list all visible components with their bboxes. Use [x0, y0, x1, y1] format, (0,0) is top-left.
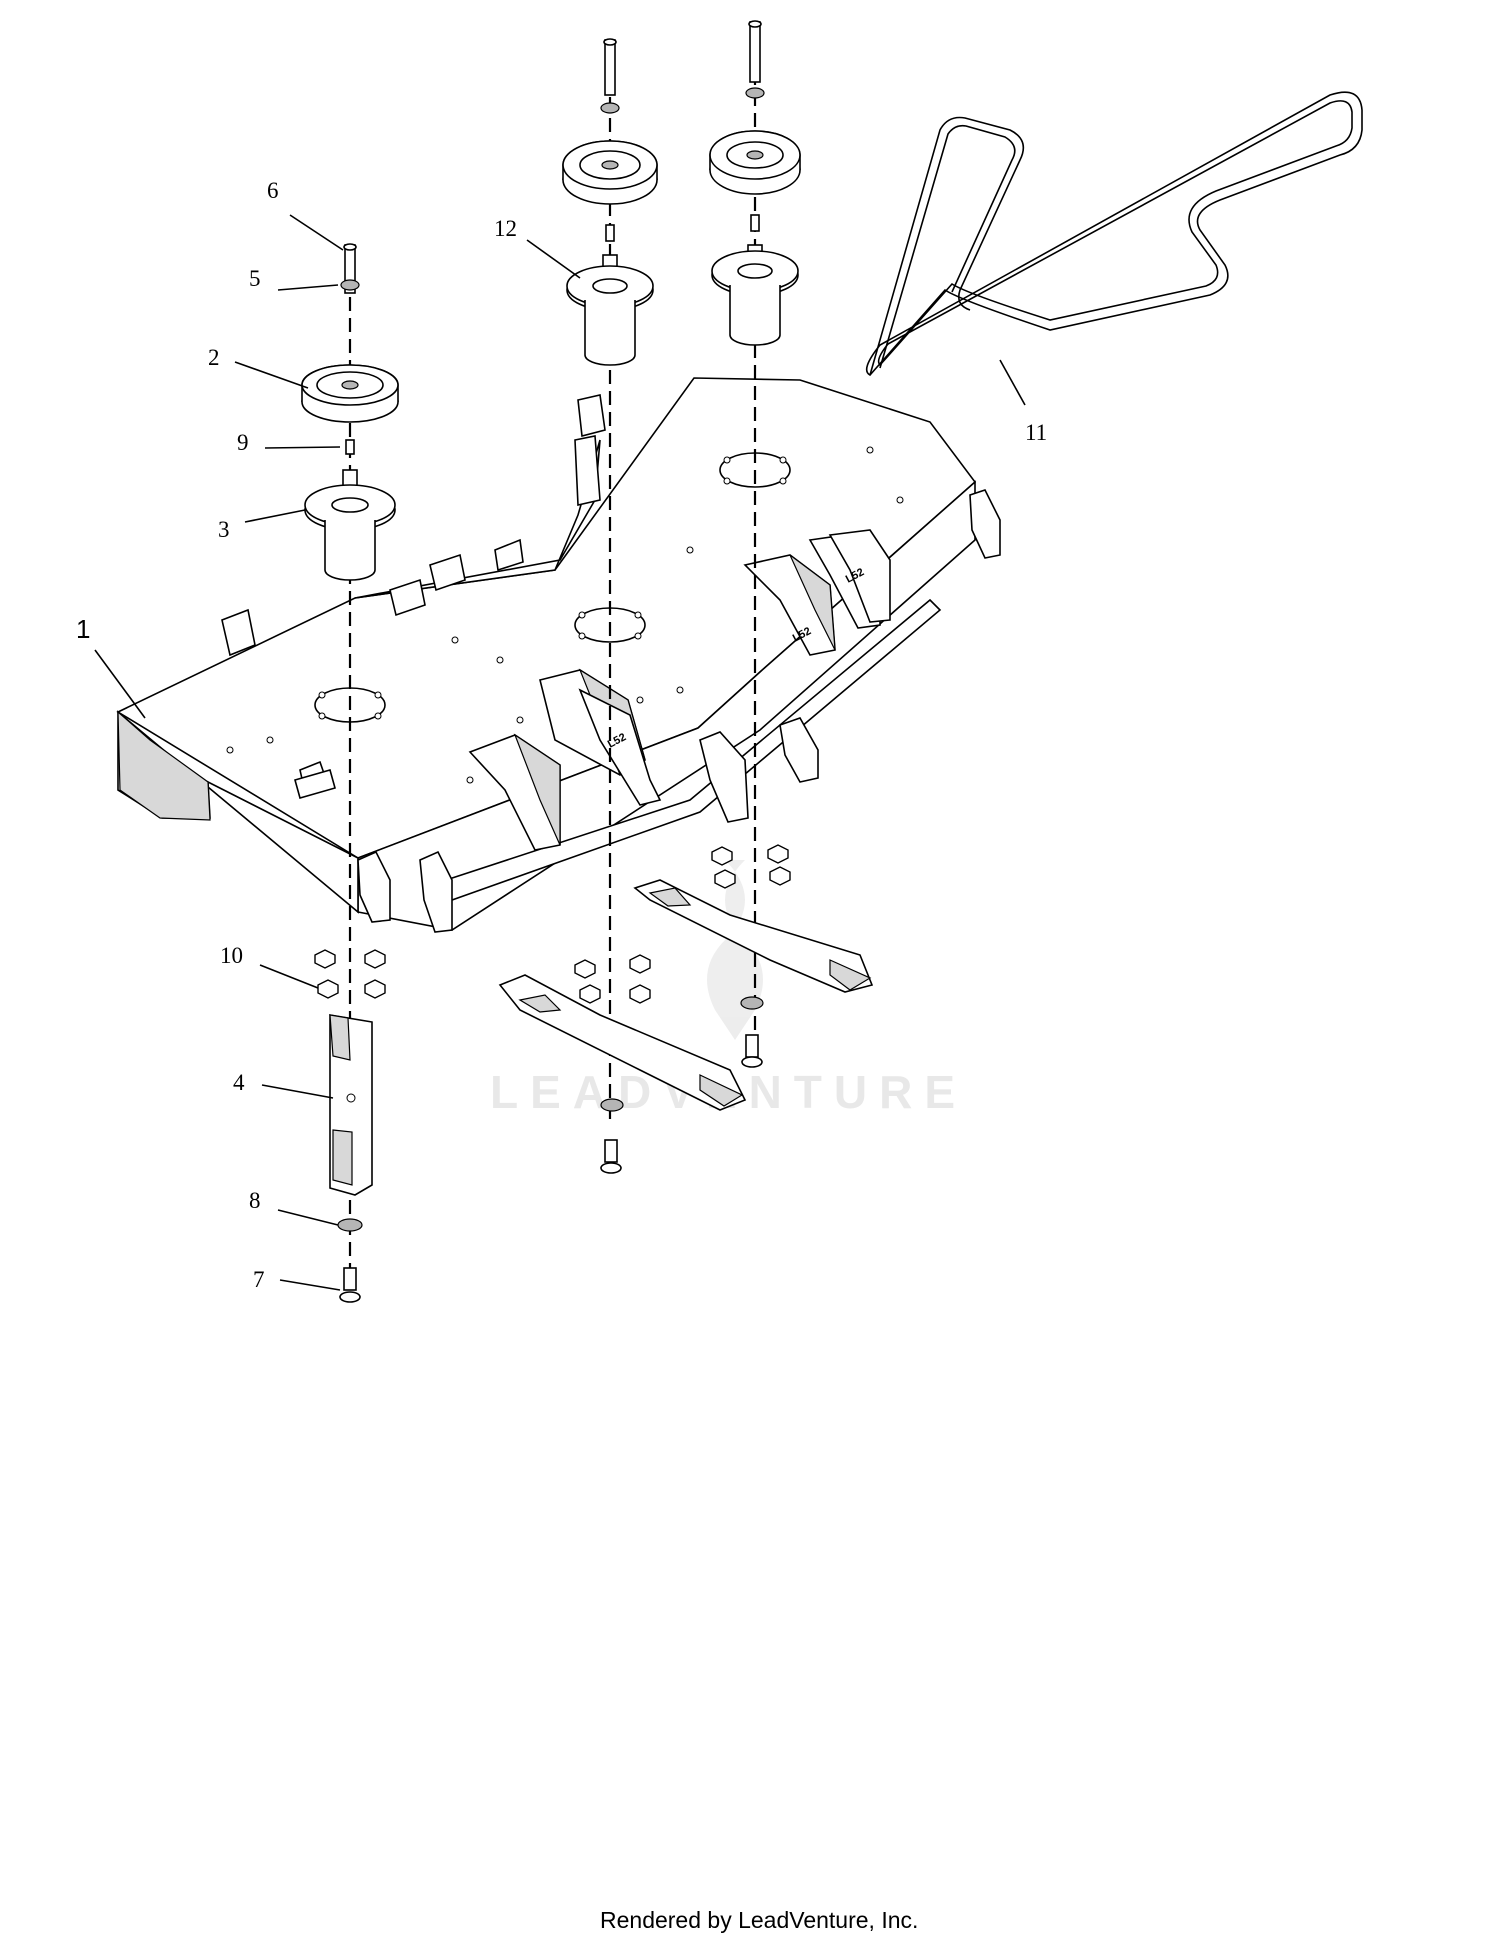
- center-spindle-stack: [562, 38, 658, 366]
- left-spindle-stack: [301, 243, 399, 581]
- callout-3: 3: [218, 517, 230, 542]
- callouts: 1 2 3 4 5 6 7 8 9 10 11 12: [76, 178, 1047, 1292]
- callout-11: 11: [1025, 420, 1047, 445]
- callout-8: 8: [249, 1188, 261, 1213]
- callout-6: 6: [267, 178, 279, 203]
- callout-5: 5: [249, 266, 261, 291]
- leader-lines: [94, 214, 1026, 1291]
- callout-7: 7: [253, 1267, 265, 1292]
- front-brackets: [357, 489, 1001, 933]
- callout-9: 9: [237, 430, 249, 455]
- callout-1: 1: [76, 614, 90, 644]
- callout-10: 10: [220, 943, 243, 968]
- callout-12: 12: [494, 216, 517, 241]
- drive-belt: [865, 91, 1363, 376]
- mower-deck: [116, 377, 1001, 933]
- footer-credit: Rendered by LeadVenture, Inc.: [600, 1907, 918, 1933]
- lower-hardware: [314, 844, 874, 1303]
- callout-2: 2: [208, 345, 220, 370]
- right-spindle-stack: [709, 20, 801, 346]
- callout-4: 4: [233, 1070, 245, 1095]
